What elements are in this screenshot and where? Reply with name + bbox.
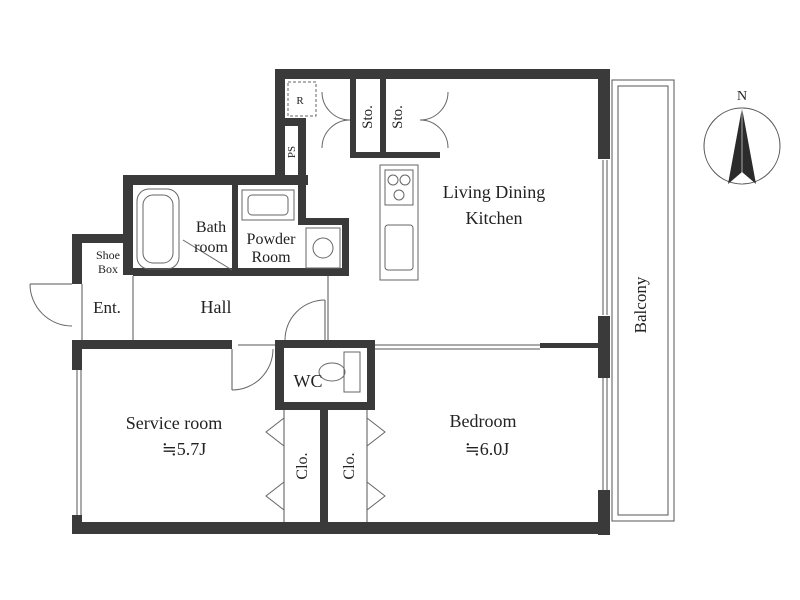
bedroom-label: Bedroom xyxy=(450,411,517,431)
fixtures xyxy=(136,81,419,393)
service-room-size: ≒5.7J xyxy=(162,439,207,459)
washer-pan xyxy=(305,227,341,269)
powder-label-line1: Powder xyxy=(247,231,297,248)
doors xyxy=(29,91,449,511)
balcony-label: Balcony xyxy=(631,276,650,333)
walls xyxy=(72,69,610,535)
closet-label-1: Clo. xyxy=(294,452,311,479)
wash-basin xyxy=(241,189,295,221)
closet-label-2: Clo. xyxy=(341,452,358,479)
ldk-label-line2: Kitchen xyxy=(466,208,523,228)
ldk-label-line1: Living Dining xyxy=(443,182,546,202)
bathtub xyxy=(136,188,180,270)
bath-label-line2: room xyxy=(194,239,228,256)
stove-icon xyxy=(384,169,414,206)
bedroom-size: ≒6.0J xyxy=(465,439,510,459)
room-labels: Living Dining Kitchen Bath room Powder R… xyxy=(93,95,650,480)
compass: N xyxy=(703,89,781,185)
balcony-outline xyxy=(611,79,675,522)
refrigerator-space xyxy=(287,81,317,117)
storage-label-1: Sto. xyxy=(360,105,376,129)
toilet-tank xyxy=(343,351,361,393)
wc-label: WC xyxy=(294,371,323,391)
kitchen-counter xyxy=(379,164,419,281)
ps-label: PS xyxy=(286,146,298,158)
storage-label-2: Sto. xyxy=(390,105,406,129)
r-label: R xyxy=(296,95,304,107)
service-room-label: Service room xyxy=(126,413,222,433)
powder-label-line2: Room xyxy=(251,249,291,266)
partitions xyxy=(81,276,540,522)
bath-label-line1: Bath xyxy=(196,219,226,236)
toilet-bowl xyxy=(318,362,346,382)
shoe-box-label-line2: Box xyxy=(98,262,118,276)
compass-north-label: N xyxy=(737,89,747,104)
entrance-label: Ent. xyxy=(93,298,121,317)
sink-icon xyxy=(384,224,414,271)
shoe-box-label-line1: Shoe xyxy=(96,248,120,262)
hall-label: Hall xyxy=(201,297,232,317)
